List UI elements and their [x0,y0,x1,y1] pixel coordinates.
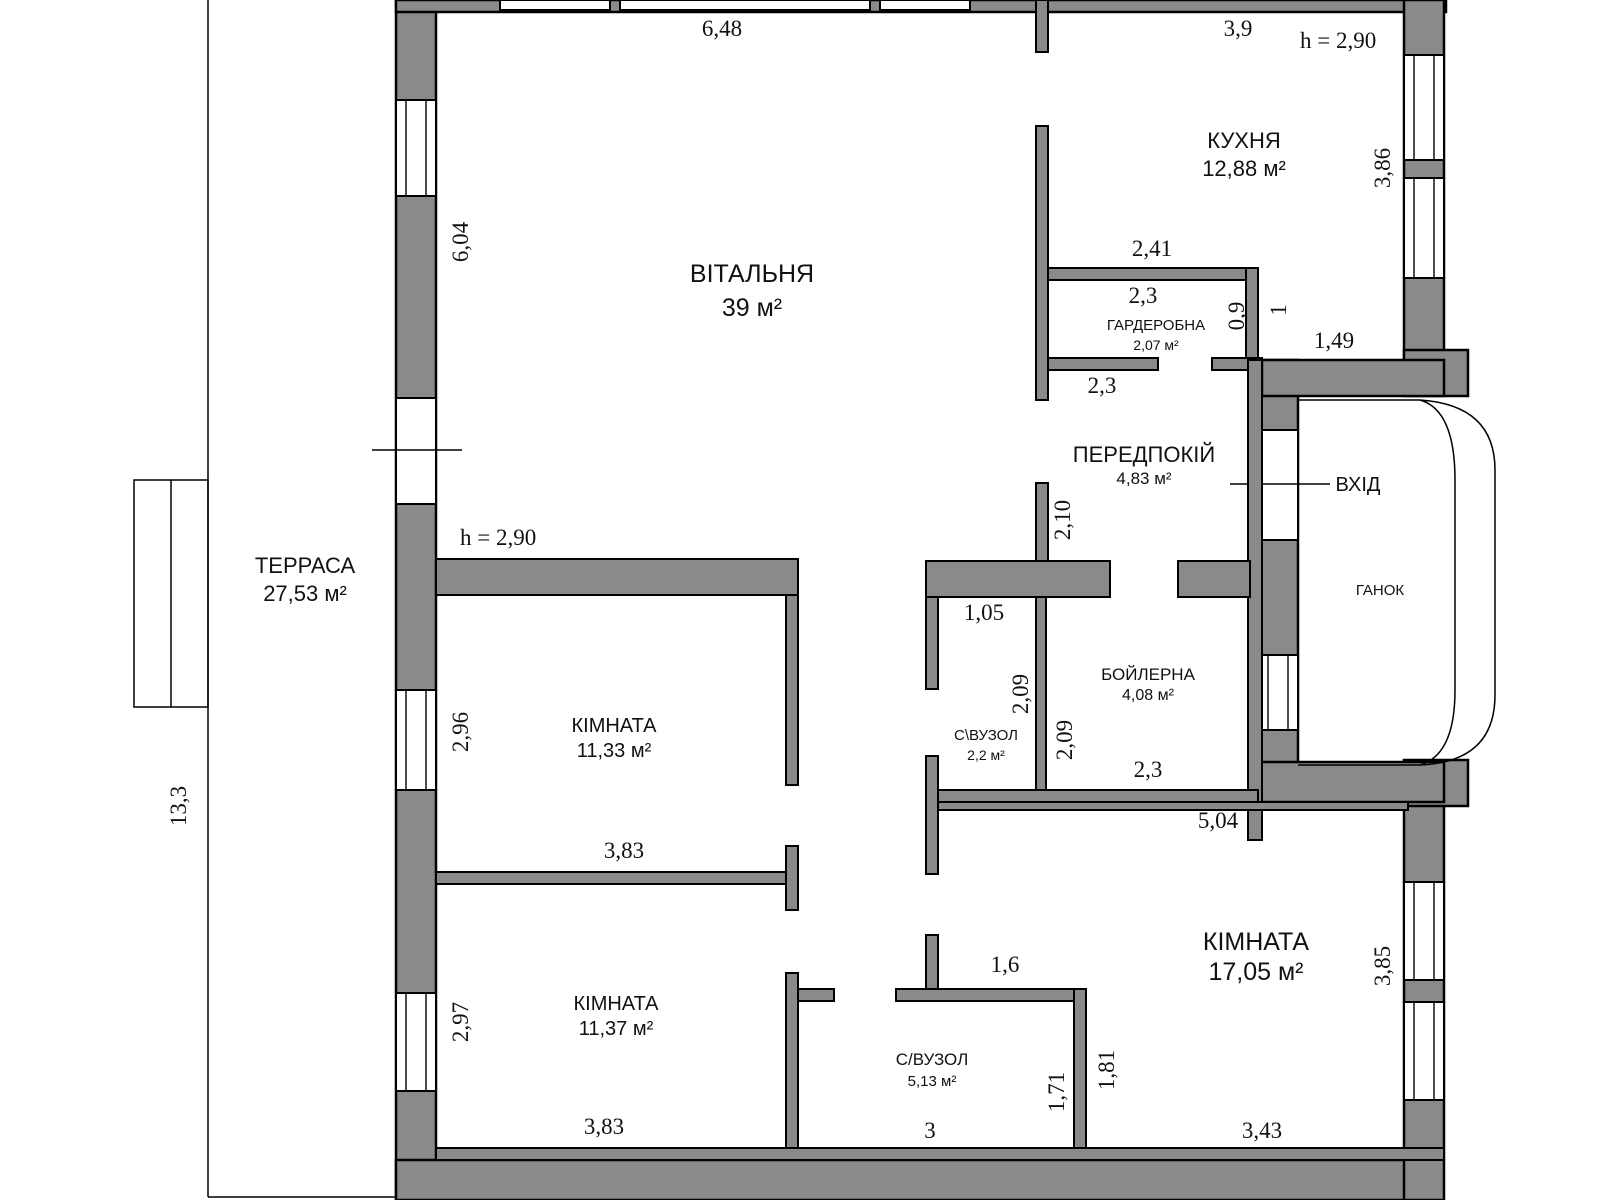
window [1403,54,1445,161]
room-area-wardrobe: 2,07 м² [1133,337,1179,353]
dim-room-right-side: 3,85 [1370,946,1395,986]
window [879,0,971,11]
room-area-wc-small: 2,2 м² [967,747,1005,763]
dim-bath-bottom: 3 [924,1118,936,1143]
windows [372,0,1445,1101]
dim-bath-side-right: 1,81 [1094,1050,1119,1090]
dim-living-top: 6,48 [702,16,742,41]
ceiling-height-living: h = 2,90 [460,525,536,550]
room-labels: ВІТАЛЬНЯ 39 м² КУХНЯ 12,88 м² ГАРДЕРОБНА… [255,128,1405,1090]
dim-bath-side-left: 1,71 [1044,1072,1069,1112]
entrance-door [1257,429,1299,541]
window [395,689,437,791]
dim-boiler-side: 2,09 [1052,720,1077,760]
room-area-room-bottom-left: 11,37 м² [579,1018,654,1040]
room-name-kitchen: КУХНЯ [1207,128,1281,153]
room-name-room-bottom-left: КІМНАТА [574,993,660,1015]
dim-room-bl-bottom: 3,83 [584,1114,624,1139]
room-area-terrace: 27,53 м² [263,581,347,606]
window [619,0,871,11]
dim-room-br-bottom: 3,43 [1242,1118,1282,1143]
window [499,0,611,11]
dim-boiler-bottom: 2,3 [1134,757,1163,782]
window [1403,881,1445,981]
porch [1230,399,1496,766]
room-name-wardrobe: ГАРДЕРОБНА [1107,317,1205,334]
dimensions: 6,48 3,9 3,86 6,04 2,41 2,3 0,9 1 1,49 2… [166,16,1395,1143]
dim-corridor: 5,04 [1198,808,1239,833]
terrace [133,0,395,1198]
window [1257,654,1299,731]
dim-wardrobe-side: 0,9 [1224,302,1249,331]
room-area-living: 39 м² [722,294,782,322]
dim-room-bl-side: 2,97 [448,1002,473,1042]
entrance-label: ВХІД [1336,474,1381,496]
room-name-bath: С/ВУЗОЛ [896,1050,968,1069]
dim-room-mid-side: 2,96 [448,712,473,752]
porch-label: ГАНОК [1356,582,1405,599]
dim-bath-top: 1,6 [991,952,1020,977]
ceiling-heights: h = 2,90 h = 2,90 [460,28,1376,550]
room-name-boiler: БОЙЛЕРНА [1101,665,1196,684]
window [1403,1001,1445,1101]
dim-terrace-length: 13,3 [166,786,191,826]
room-area-room-mid: 11,33 м² [577,740,652,762]
dim-kitchen-inner: 2,41 [1132,236,1172,261]
dim-wc-side: 2,09 [1008,674,1033,714]
window [395,99,437,197]
room-name-room-mid: КІМНАТА [572,715,658,737]
dim-porch-wall: 1,49 [1314,328,1354,353]
room-name-room-bottom-right: КІМНАТА [1203,928,1310,956]
room-area-room-bottom-right: 17,05 м² [1208,958,1303,986]
room-area-kitchen: 12,88 м² [1202,156,1286,181]
dim-kitchen-top: 3,9 [1224,16,1253,41]
dim-wardrobe-step: 1 [1266,304,1291,316]
partitions [435,0,1445,1161]
window [395,992,437,1092]
room-name-wc-small: С\ВУЗОЛ [954,727,1018,744]
dim-wardrobe-bottom: 2,3 [1088,373,1117,398]
dim-room-mid-bottom: 3,83 [604,838,644,863]
room-name-hall: ПЕРЕДПОКІЙ [1073,442,1215,467]
dim-wc-top: 1,05 [964,600,1004,625]
room-area-boiler: 4,08 м² [1122,687,1175,704]
ceiling-height-kitchen: h = 2,90 [1300,28,1376,53]
window [395,397,437,505]
dim-hall-side: 2,10 [1050,500,1075,540]
room-name-living: ВІТАЛЬНЯ [690,260,814,288]
dim-kitchen-side: 3,86 [1370,148,1395,188]
room-name-terrace: ТЕРРАСА [255,553,356,578]
room-area-bath: 5,13 м² [908,1073,957,1090]
dim-living-side: 6,04 [448,221,473,262]
window [1403,177,1445,279]
room-area-hall: 4,83 м² [1116,469,1171,488]
dim-wardrobe-top: 2,3 [1129,283,1158,308]
